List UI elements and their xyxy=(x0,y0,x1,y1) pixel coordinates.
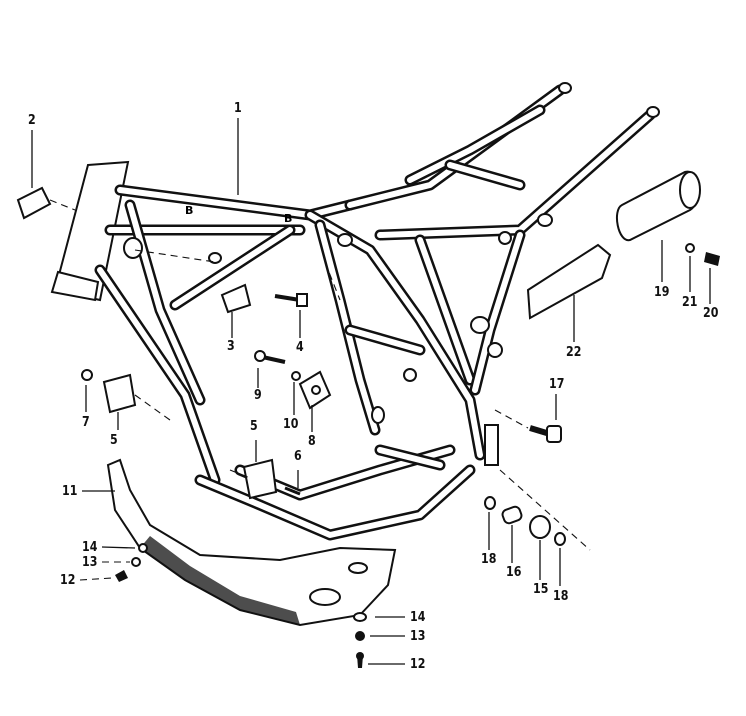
pivot-bushings xyxy=(484,496,566,546)
callout-9: 9 xyxy=(254,388,262,403)
bolts-and-nuts xyxy=(81,293,562,668)
main-frame: B B xyxy=(50,82,660,541)
callout-17: 17 xyxy=(549,377,565,392)
callout-5-upper: 5 xyxy=(110,433,118,448)
callout-12-bottom: 12 xyxy=(410,657,426,672)
callout-11: 11 xyxy=(62,484,78,499)
callout-21: 21 xyxy=(682,295,698,310)
callout-10: 10 xyxy=(283,417,299,432)
rear-box-parts xyxy=(526,170,720,320)
skid-plate xyxy=(106,458,397,627)
svg-text:B: B xyxy=(284,212,292,225)
leader-lines xyxy=(31,118,711,665)
bracket-part-5-upper xyxy=(102,373,137,414)
callout-20: 20 xyxy=(703,306,719,321)
bracket-part-5-lower xyxy=(242,458,278,500)
callout-18-right: 18 xyxy=(553,589,569,604)
callout-18-left: 18 xyxy=(481,552,497,567)
bolt-part-20 xyxy=(704,252,720,266)
callout-14-bottom: 14 xyxy=(410,610,426,625)
guard-part-22 xyxy=(526,243,612,320)
callout-13-bottom: 13 xyxy=(410,629,426,644)
callout-8: 8 xyxy=(308,434,316,449)
callout-5-lower: 5 xyxy=(250,419,258,434)
callout-16: 16 xyxy=(506,565,522,580)
callout-6: 6 xyxy=(294,449,302,464)
callout-15: 15 xyxy=(533,582,549,597)
callout-13-left: 13 xyxy=(82,555,98,570)
callout-19: 19 xyxy=(654,285,670,300)
callout-7: 7 xyxy=(82,415,90,430)
svg-text:B: B xyxy=(185,204,193,217)
callout-4: 4 xyxy=(296,340,304,355)
washer-part-21 xyxy=(685,243,695,253)
engine-mount-brackets xyxy=(16,186,332,500)
callout-14-left: 14 xyxy=(82,540,98,555)
callout-22: 22 xyxy=(566,345,582,360)
callout-3: 3 xyxy=(227,339,235,354)
bracket-part-3 xyxy=(220,283,252,314)
callout-1: 1 xyxy=(234,101,242,116)
steering-head xyxy=(53,160,130,302)
bracket-part-2 xyxy=(16,186,52,220)
callout-2: 2 xyxy=(28,113,36,128)
callout-12-left: 12 xyxy=(60,573,76,588)
